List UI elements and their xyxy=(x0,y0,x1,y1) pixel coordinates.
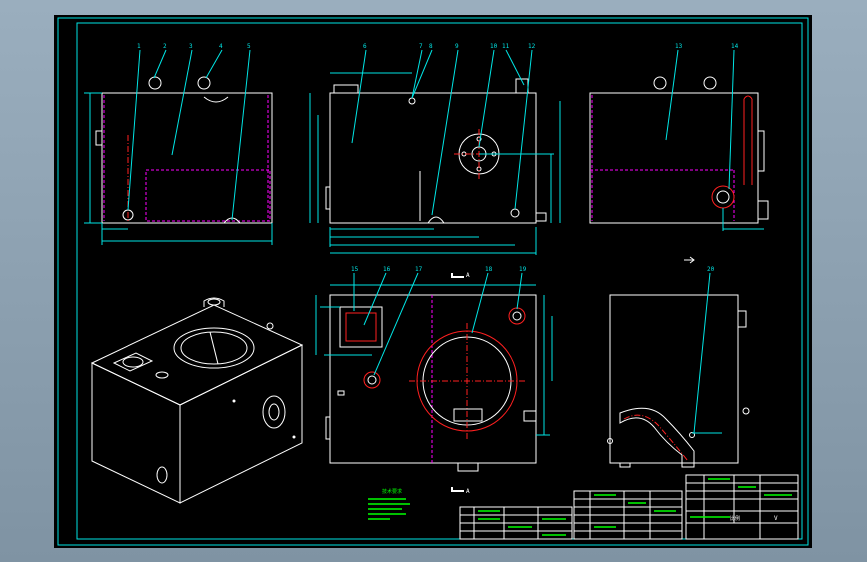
section-label-bottom: A xyxy=(466,488,470,495)
iso-view-drain xyxy=(156,466,168,484)
front-view-balloon-2: 2 xyxy=(163,43,167,50)
front-view[interactable]: 1 2 3 4 5 xyxy=(84,43,273,245)
section-view-balloon-20: 20 xyxy=(707,266,715,273)
section-view[interactable]: 20 xyxy=(607,266,750,468)
top-view[interactable]: A A 15 16 17 18 19 xyxy=(315,266,553,495)
top-view-breather-outer xyxy=(508,307,526,325)
side-view-balloon-6: 6 xyxy=(363,43,367,50)
section-mark-bottom xyxy=(451,487,464,492)
front-view-lifting-lug xyxy=(148,76,162,90)
right-view-port-inner xyxy=(716,190,730,204)
side-view-balloon-12: 12 xyxy=(528,43,536,50)
side-view-balloon-9: 9 xyxy=(455,43,459,50)
side-view-drain-plug xyxy=(510,208,520,218)
side-view-drain-arc xyxy=(427,216,445,224)
iso-view-lug xyxy=(203,297,225,307)
section-label-top: A xyxy=(466,272,470,279)
parts-list[interactable] xyxy=(459,506,573,540)
side-view-vent-hole xyxy=(408,97,416,105)
right-view-lifting-lug xyxy=(703,76,717,90)
side-view-balloon-8: 8 xyxy=(429,43,433,50)
title-block[interactable]: 比例 V xyxy=(573,474,799,540)
front-view-balloon-3: 3 xyxy=(189,43,193,50)
iso-view-filler-inner xyxy=(180,331,248,365)
iso-view-side-face xyxy=(179,344,303,504)
right-view-lifting-lug xyxy=(653,76,667,90)
side-view[interactable]: 6 7 8 9 10 11 12 xyxy=(309,43,561,255)
front-view-hidden-chamber xyxy=(145,169,271,222)
side-view-outline xyxy=(329,92,537,224)
iso-view-filler-outer xyxy=(173,327,255,369)
front-view-filler-cap xyxy=(203,96,229,103)
top-view-balloon-18: 18 xyxy=(485,266,493,273)
top-view-cover-plate xyxy=(339,306,383,348)
top-view-cover-opening xyxy=(345,312,377,342)
top-view-balloon-17: 17 xyxy=(415,266,423,273)
title-block-right xyxy=(685,474,799,540)
side-view-top-flange xyxy=(333,84,359,94)
front-view-port xyxy=(95,130,103,146)
top-view-balloon-15: 15 xyxy=(351,266,359,273)
section-view-suction-pipe xyxy=(619,407,695,468)
notes-title: 技术要求 xyxy=(382,488,402,495)
front-view-lifting-lug xyxy=(197,76,211,90)
drawing-sheet[interactable]: 1 2 3 4 5 xyxy=(54,15,812,548)
section-mark-top xyxy=(451,273,464,278)
title-block-sheet: V xyxy=(774,515,778,522)
top-view-balloon-16: 16 xyxy=(383,266,391,273)
right-view-balloon-13: 13 xyxy=(675,43,683,50)
top-view-balloon-19: 19 xyxy=(519,266,527,273)
technical-notes[interactable]: 技术要求 xyxy=(368,488,410,520)
front-view-outline xyxy=(101,92,273,224)
side-view-balloon-10: 10 xyxy=(490,43,498,50)
section-view-outline xyxy=(609,294,739,464)
iso-view-top-face xyxy=(90,304,304,406)
right-view-return-pipe xyxy=(743,95,753,185)
right-view-outline xyxy=(589,92,759,224)
iso-view-side-flange xyxy=(262,395,286,429)
side-view-balloon-7: 7 xyxy=(419,43,423,50)
top-view-outline xyxy=(329,294,537,464)
iso-view-cover-plate xyxy=(112,352,154,372)
side-view-balloon-11: 11 xyxy=(502,43,510,50)
right-view-port-outer xyxy=(711,185,735,209)
iso-view-front-face xyxy=(91,362,181,504)
right-view-balloon-14: 14 xyxy=(731,43,739,50)
title-block-scale: 比例 xyxy=(730,515,740,522)
isometric-view[interactable] xyxy=(90,297,304,504)
right-view[interactable]: 13 14 xyxy=(589,43,769,231)
front-view-balloon-5: 5 xyxy=(247,43,251,50)
inner-frame xyxy=(76,22,803,540)
front-view-balloon-1: 1 xyxy=(137,43,141,50)
front-view-balloon-4: 4 xyxy=(219,43,223,50)
drawing-canvas[interactable]: 1 2 3 4 5 xyxy=(54,15,812,548)
outer-frame xyxy=(57,17,809,546)
top-view-port-outer xyxy=(363,371,381,389)
